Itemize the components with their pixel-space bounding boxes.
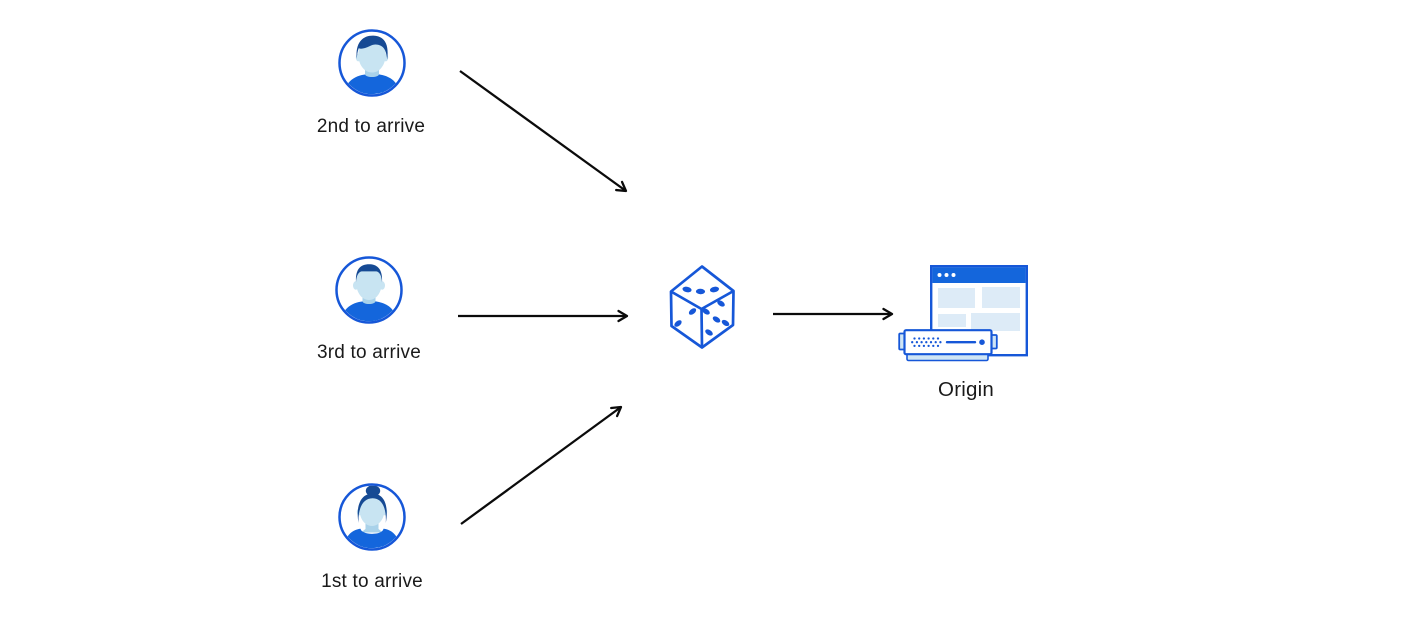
- node-user-first: [337, 482, 407, 552]
- arrow-user-second-to-dice: [459, 70, 628, 193]
- server-vent-pattern: [911, 337, 942, 348]
- server-icon: [898, 329, 998, 362]
- node-random-selector: [667, 263, 737, 351]
- node-user-second: [337, 28, 407, 98]
- user-male-avatar-icon: [335, 256, 403, 324]
- dice-icon: [669, 265, 735, 349]
- node-label-origin: Origin: [938, 378, 994, 401]
- node-label-user-third: 3rd to arrive: [317, 342, 421, 363]
- arrow-user-first-to-dice: [460, 405, 623, 525]
- user-male-avatar-icon: [338, 29, 406, 97]
- node-user-third: [334, 255, 404, 325]
- origin-server-icon: [898, 265, 1028, 362]
- user-female-avatar-icon: [338, 483, 406, 551]
- node-label-user-second: 2nd to arrive: [316, 116, 426, 137]
- node-label-user-first: 1st to arrive: [321, 571, 423, 592]
- node-origin: [898, 265, 1030, 365]
